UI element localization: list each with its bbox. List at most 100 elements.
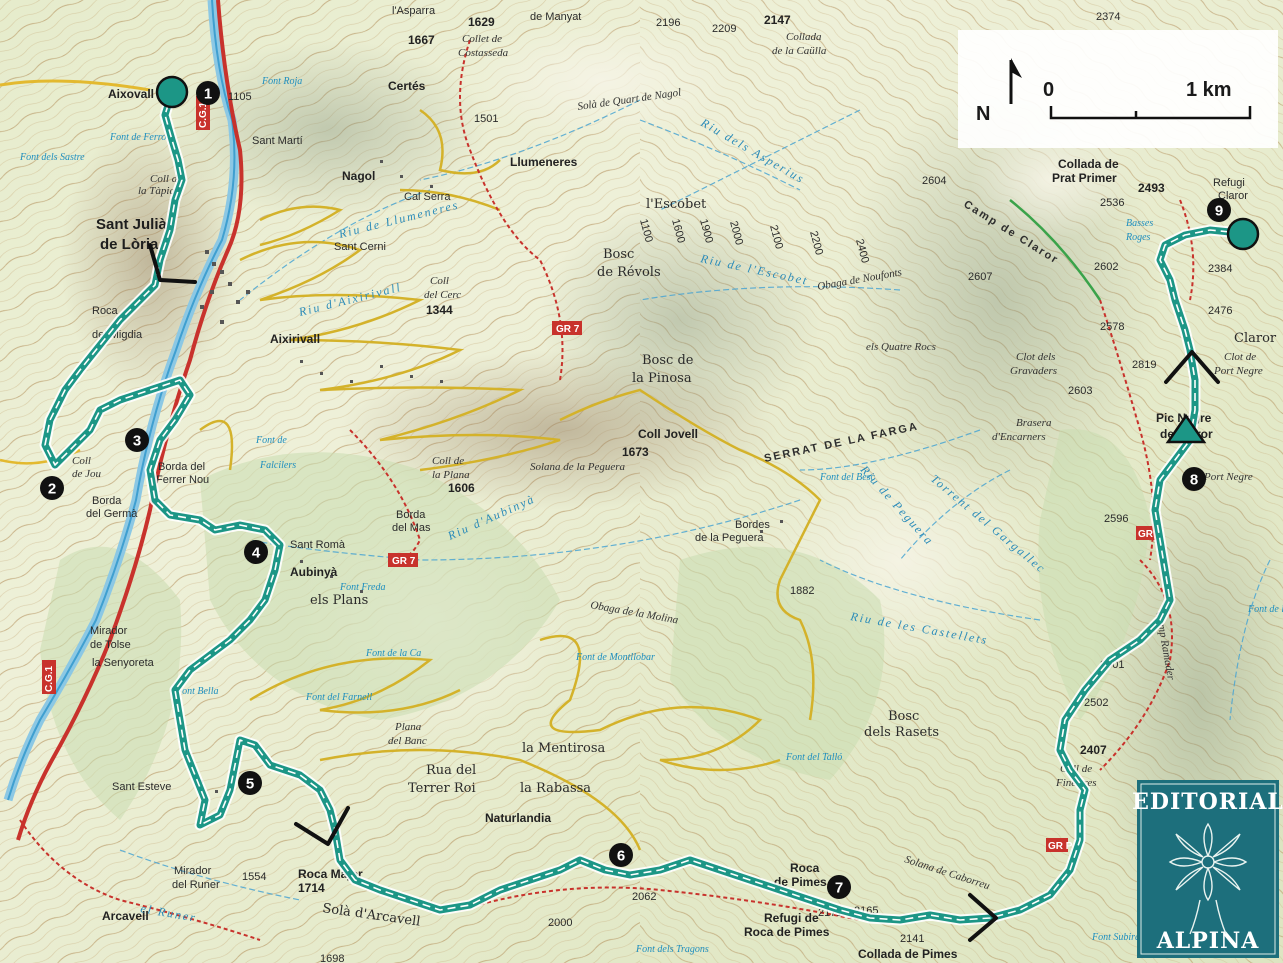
label-collada-caulla-2: de la Caülla: [772, 45, 827, 57]
label-bordes-peguera-2: de la Peguera: [695, 532, 764, 544]
svg-text:C.G.1: C.G.1: [198, 101, 209, 128]
label-collada-prat-2: Prat Primer: [1052, 171, 1117, 185]
label-coll-tapia-2: la Tàpia: [138, 185, 175, 197]
waypoint-3: 3: [125, 428, 149, 452]
label-roca-aral-1: Roca: [92, 305, 119, 317]
label-nagol: Nagol: [342, 169, 375, 183]
end-marker[interactable]: [1226, 217, 1260, 251]
svg-text:Font dels Sastre: Font dels Sastre: [19, 152, 85, 163]
label-sant-cerni: Sant Cerni: [334, 241, 386, 253]
label-rua-terrer-2: Terrer Roi: [408, 781, 476, 796]
svg-text:1606: 1606: [448, 481, 475, 495]
svg-text:1100: 1100: [637, 218, 655, 244]
label-sant-marti: Sant Martí: [252, 135, 303, 147]
svg-text:2536: 2536: [1100, 197, 1124, 209]
scale-zero-label: 0: [1043, 79, 1054, 101]
label-borda-ferrer-2: Ferrer Nou: [156, 474, 209, 486]
waypoint-4: 4: [244, 540, 268, 564]
label-manyat: de Manyat: [530, 11, 581, 23]
svg-text:GR 7: GR 7: [392, 556, 416, 567]
label-la-mentirosa: la Mentirosa: [522, 741, 606, 756]
svg-text:2384: 2384: [1208, 263, 1232, 275]
svg-text:C.G.1: C.G.1: [44, 665, 55, 692]
settlements: [200, 160, 783, 793]
svg-text:2141: 2141: [900, 933, 924, 945]
svg-text:2476: 2476: [1208, 305, 1232, 317]
waypoint-1: 1: [196, 81, 220, 105]
waypoint-badges[interactable]: 1 2 3 4 5 6 7 8 9: [40, 81, 1231, 899]
label-bordes-peguera-1: Bordes: [735, 519, 770, 531]
label-refugi-pimes-1: Refugi de: [764, 911, 819, 925]
label-brasera-1: Brasera: [1016, 417, 1052, 429]
svg-text:2607: 2607: [968, 271, 992, 283]
label-borda-mas-1: Borda: [396, 509, 426, 521]
label-coll-jou-2: de Jou: [72, 468, 102, 480]
svg-text:6: 6: [617, 848, 625, 865]
label-brasera-2: d'Encarners: [992, 431, 1046, 443]
grp-badge-2: GR P: [1046, 838, 1073, 852]
label-mirador-runer-2: del Runer: [172, 879, 220, 891]
north-label: N: [976, 103, 990, 125]
svg-text:1714: 1714: [298, 881, 325, 895]
svg-text:2374: 2374: [1096, 11, 1120, 23]
start-marker[interactable]: [155, 75, 189, 109]
svg-text:Font de Ferro: Font de Ferro: [109, 132, 166, 143]
label-aubinya: Aubinyà: [290, 565, 338, 579]
label-bosc-revols-2: de Révols: [597, 265, 661, 280]
svg-text:4: 4: [252, 545, 261, 562]
label-coll-plana-2: la Plana: [432, 469, 470, 481]
label-plana-banc-1: Plana: [394, 721, 422, 733]
label-plana-banc-2: del Banc: [388, 735, 427, 747]
svg-text:2209: 2209: [712, 23, 736, 35]
label-port-negre: Port Negre: [1203, 471, 1253, 483]
label-bosc-rasets-2: dels Rasets: [864, 725, 939, 740]
label-arcavell: Arcavell: [102, 909, 149, 923]
svg-text:GR P: GR P: [1048, 841, 1073, 852]
label-collada-pimes: Collada de Pimes: [858, 947, 958, 961]
label-coll-tapia-1: Coll de: [150, 173, 182, 185]
edelweiss-icon: [1168, 822, 1248, 935]
cg1-badge-2: C.G.1: [42, 660, 56, 694]
waypoint-8: 8: [1182, 467, 1206, 491]
label-borda-mas-2: del Mas: [392, 522, 431, 534]
label-basses-1: Basses: [1126, 218, 1153, 229]
svg-text:GR P: GR P: [1138, 529, 1163, 540]
svg-text:Font dels Tragons: Font dels Tragons: [635, 944, 709, 955]
svg-text:2602: 2602: [1094, 261, 1118, 273]
label-coll-cerc-2: del Cerc: [424, 289, 461, 301]
svg-text:Font del Farnell: Font del Farnell: [305, 692, 372, 703]
summit-triangle-icon[interactable]: [1165, 413, 1207, 444]
label-solana-peguera: Solana de la Peguera: [530, 461, 626, 473]
svg-text:2000: 2000: [548, 917, 572, 929]
label-refugi-claror-1: Refugi: [1213, 177, 1245, 189]
label-collet-2: Costasseda: [458, 47, 509, 59]
gr7-badge-1: GR 7: [552, 321, 582, 335]
svg-text:2578: 2578: [1100, 321, 1124, 333]
svg-text:2147: 2147: [764, 13, 791, 27]
label-escobet: l'Escobet: [646, 197, 707, 212]
waypoint-9: 9: [1207, 198, 1231, 222]
label-cal-serra: Cal Serra: [404, 191, 451, 203]
label-refugi-pimes-2: Roca de Pimes: [744, 925, 830, 939]
svg-text:2819: 2819: [1132, 359, 1156, 371]
waypoint-2: 2: [40, 476, 64, 500]
svg-text:2596: 2596: [1104, 513, 1128, 525]
label-roca-pimes-1: Roca: [790, 861, 820, 875]
waypoint-6: 6: [609, 843, 633, 867]
svg-text:Font Roja: Font Roja: [261, 76, 302, 87]
label-borda-germa-1: Borda: [92, 495, 122, 507]
label-clot-gravaders-2: Gravaders: [1010, 365, 1057, 377]
label-mirador-runer-1: Mirador: [174, 865, 212, 877]
svg-text:2062: 2062: [632, 891, 656, 903]
scale-box: N 0 1 km: [958, 30, 1278, 148]
label-bosc-pinosa-1: Bosc de: [642, 353, 694, 368]
svg-text:8: 8: [1190, 472, 1198, 489]
label-coll-jou-1: Coll: [72, 455, 91, 467]
svg-text:3: 3: [133, 433, 141, 450]
arrow-1-icon: [148, 243, 197, 284]
label-clot-gravaders-1: Clot dels: [1016, 351, 1055, 363]
svg-text:1698: 1698: [320, 953, 344, 963]
label-mirador-tolse-2: de Tolse: [90, 639, 131, 651]
label-coll-jovell: Coll Jovell: [638, 427, 698, 441]
